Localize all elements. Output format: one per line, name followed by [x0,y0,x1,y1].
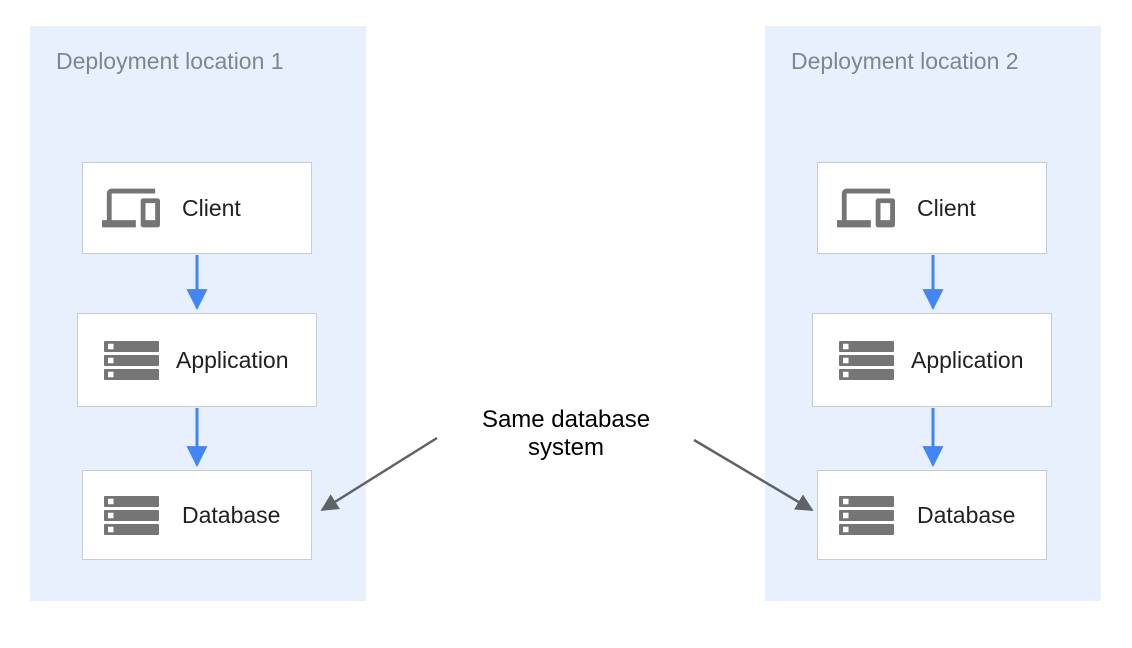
node-label: Application [911,346,1024,373]
server-stack-icon [102,340,160,380]
node-label: Application [176,346,289,373]
deployment-location-2-panel: Deployment location 2 Client A [765,26,1101,601]
client-box: Client [82,162,312,254]
devices-icon [102,179,160,237]
deployment-location-1-panel: Deployment location 1 Client A [30,26,366,601]
server-stack-icon [102,495,160,535]
panel-title: Deployment location 1 [56,48,284,74]
node-label: Database [917,501,1016,528]
node-label: Client [917,194,976,221]
client-box: Client [817,162,1047,254]
node-label: Client [182,194,241,221]
node-label: Database [182,501,281,528]
application-box: Application [77,313,317,407]
database-box: Database [817,470,1047,560]
application-box: Application [812,313,1052,407]
annotation-text: Same database system [481,406,651,461]
database-box: Database [82,470,312,560]
server-stack-icon [837,495,895,535]
server-stack-icon [837,340,895,380]
panel-title: Deployment location 2 [791,48,1019,74]
devices-icon [837,179,895,237]
